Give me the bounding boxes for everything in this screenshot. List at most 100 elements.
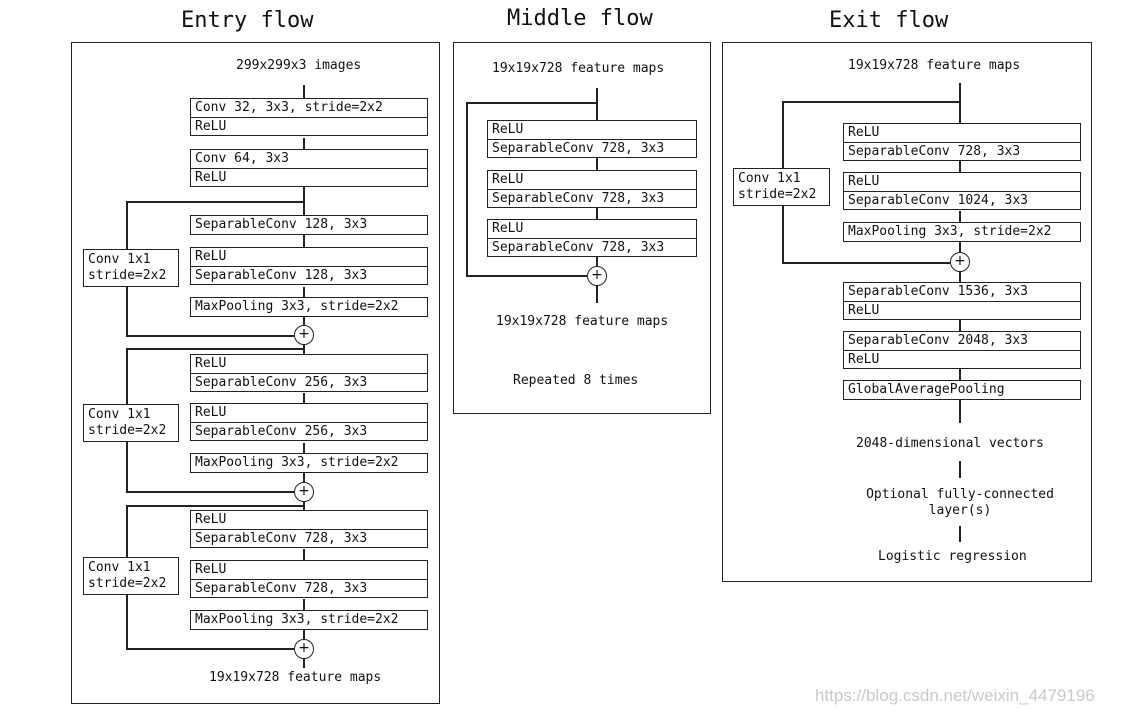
add-icon: + [294,639,314,659]
layer-label: SeparableConv 728, 3x3 [488,238,696,256]
entry-output-label: 19x19x728 feature maps [209,670,382,685]
exit-flow-title: Exit flow [829,8,949,33]
layer-label: MaxPooling 3x3, stride=2x2 [195,455,399,470]
relu-separable-conv-728-block: ReLU SeparableConv 728, 3x3 [487,170,697,208]
relu-separable-conv-128-block: ReLU SeparableConv 128, 3x3 [190,247,428,285]
relu-separable-conv-1024-block: ReLU SeparableConv 1024, 3x3 [843,172,1081,210]
relu-separable-conv-728-block: ReLU SeparableConv 728, 3x3 [487,219,697,257]
layer-label: ReLU [195,249,227,264]
skip-conv-1x1-box: Conv 1x1 stride=2x2 [83,404,179,442]
connector [303,658,305,668]
relu-separable-conv-728-block: ReLU SeparableConv 728, 3x3 [190,560,428,598]
layer-label: Conv 1x1 [738,171,801,186]
layer-label: stride=2x2 [88,576,167,591]
connector [596,208,598,219]
skip-conv-1x1-box: Conv 1x1 stride=2x2 [83,557,179,595]
add-icon: + [587,266,607,286]
vectors-label: 2048-dimensional vectors [856,436,1044,451]
layer-label: SeparableConv 1536, 3x3 [848,284,1029,299]
connector [959,241,961,252]
connector [596,257,598,266]
fully-connected-label: Optional fully-connected layer(s) [866,487,1054,518]
skip-connector [782,101,960,103]
maxpooling-block: MaxPooling 3x3, stride=2x2 [190,610,428,630]
repeat-label: Repeated 8 times [513,373,639,388]
layer-label: ReLU [195,562,227,577]
layer-label: ReLU [191,117,427,135]
connector [303,235,305,247]
connector [596,285,598,303]
layer-label: Conv 32, 3x3, stride=2x2 [195,100,383,115]
layer-label: stride=2x2 [738,187,817,202]
layer-label: SeparableConv 728, 3x3 [488,139,696,157]
connector [959,320,961,331]
add-icon: + [294,325,314,345]
connector [303,393,305,403]
entry-flow-title: Entry flow [181,8,314,33]
layer-label: GlobalAveragePooling [848,382,1005,397]
layer-label: stride=2x2 [88,268,167,283]
relu-separable-conv-728-block: ReLU SeparableConv 728, 3x3 [843,123,1081,161]
connector [303,629,305,639]
middle-flow-title: Middle flow [507,6,653,31]
skip-conv-1x1-box: Conv 1x1 stride=2x2 [83,249,179,287]
layer-label: ReLU [492,221,524,236]
connector [303,549,305,560]
conv-32-block: Conv 32, 3x3, stride=2x2 ReLU [190,98,428,136]
skip-connector [126,491,294,493]
layer-label: ReLU [492,122,524,137]
entry-input-label: 299x299x3 images [236,58,362,73]
skip-connector [126,505,304,507]
skip-connector [126,201,304,203]
layer-label: Conv 1x1 [88,407,151,422]
layer-label: ReLU [191,168,427,186]
connector [303,287,305,297]
skip-connector [126,648,294,650]
connector [303,85,305,98]
layer-label: ReLU [195,512,227,527]
relu-separable-conv-256-block: ReLU SeparableConv 256, 3x3 [190,354,428,392]
layer-label: Conv 1x1 [88,252,151,267]
skip-connector [466,275,587,277]
connector [959,161,961,172]
layer-label: SeparableConv 128, 3x3 [195,217,368,232]
layer-label: MaxPooling 3x3, stride=2x2 [195,612,399,627]
connector [303,317,305,325]
connector [959,271,961,282]
skip-connector [466,102,468,276]
conv-64-block: Conv 64, 3x3 ReLU [190,149,428,187]
maxpooling-block: MaxPooling 3x3, stride=2x2 [843,222,1081,242]
watermark-text: https://blog.csdn.net/weixin_4479196 [815,686,1095,705]
layer-label: Conv 64, 3x3 [195,151,289,166]
layer-label: ReLU [848,174,880,189]
layer-label: SeparableConv 728, 3x3 [191,579,427,597]
skip-connector [126,335,294,337]
middle-output-label: 19x19x728 feature maps [496,314,669,329]
layer-label: ReLU [844,350,1080,368]
connector [303,473,305,482]
connector [959,369,961,380]
layer-label: ReLU [848,125,880,140]
layer-label: ReLU [492,172,524,187]
middle-input-label: 19x19x728 feature maps [492,61,665,76]
layer-label: SeparableConv 728, 3x3 [844,142,1080,160]
logistic-regression-label: Logistic regression [878,549,1027,564]
connector [959,211,961,222]
layer-label: SeparableConv 256, 3x3 [191,422,427,440]
layer-label: stride=2x2 [88,423,167,438]
layer-label: ReLU [844,301,1080,319]
global-average-pooling-block: GlobalAveragePooling [843,380,1081,400]
layer-label: MaxPooling 3x3, stride=2x2 [195,299,399,314]
layer-label: SeparableConv 1024, 3x3 [844,191,1080,209]
connector [959,526,961,542]
layer-label: SeparableConv 2048, 3x3 [848,333,1029,348]
layer-label: Conv 1x1 [88,560,151,575]
skip-connector [466,102,597,104]
connector [959,399,961,423]
layer-label: MaxPooling 3x3, stride=2x2 [848,224,1052,239]
connector [959,83,961,123]
connector [303,599,305,610]
relu-separable-conv-256-block: ReLU SeparableConv 256, 3x3 [190,403,428,441]
connector [959,461,961,478]
connector [596,88,598,120]
